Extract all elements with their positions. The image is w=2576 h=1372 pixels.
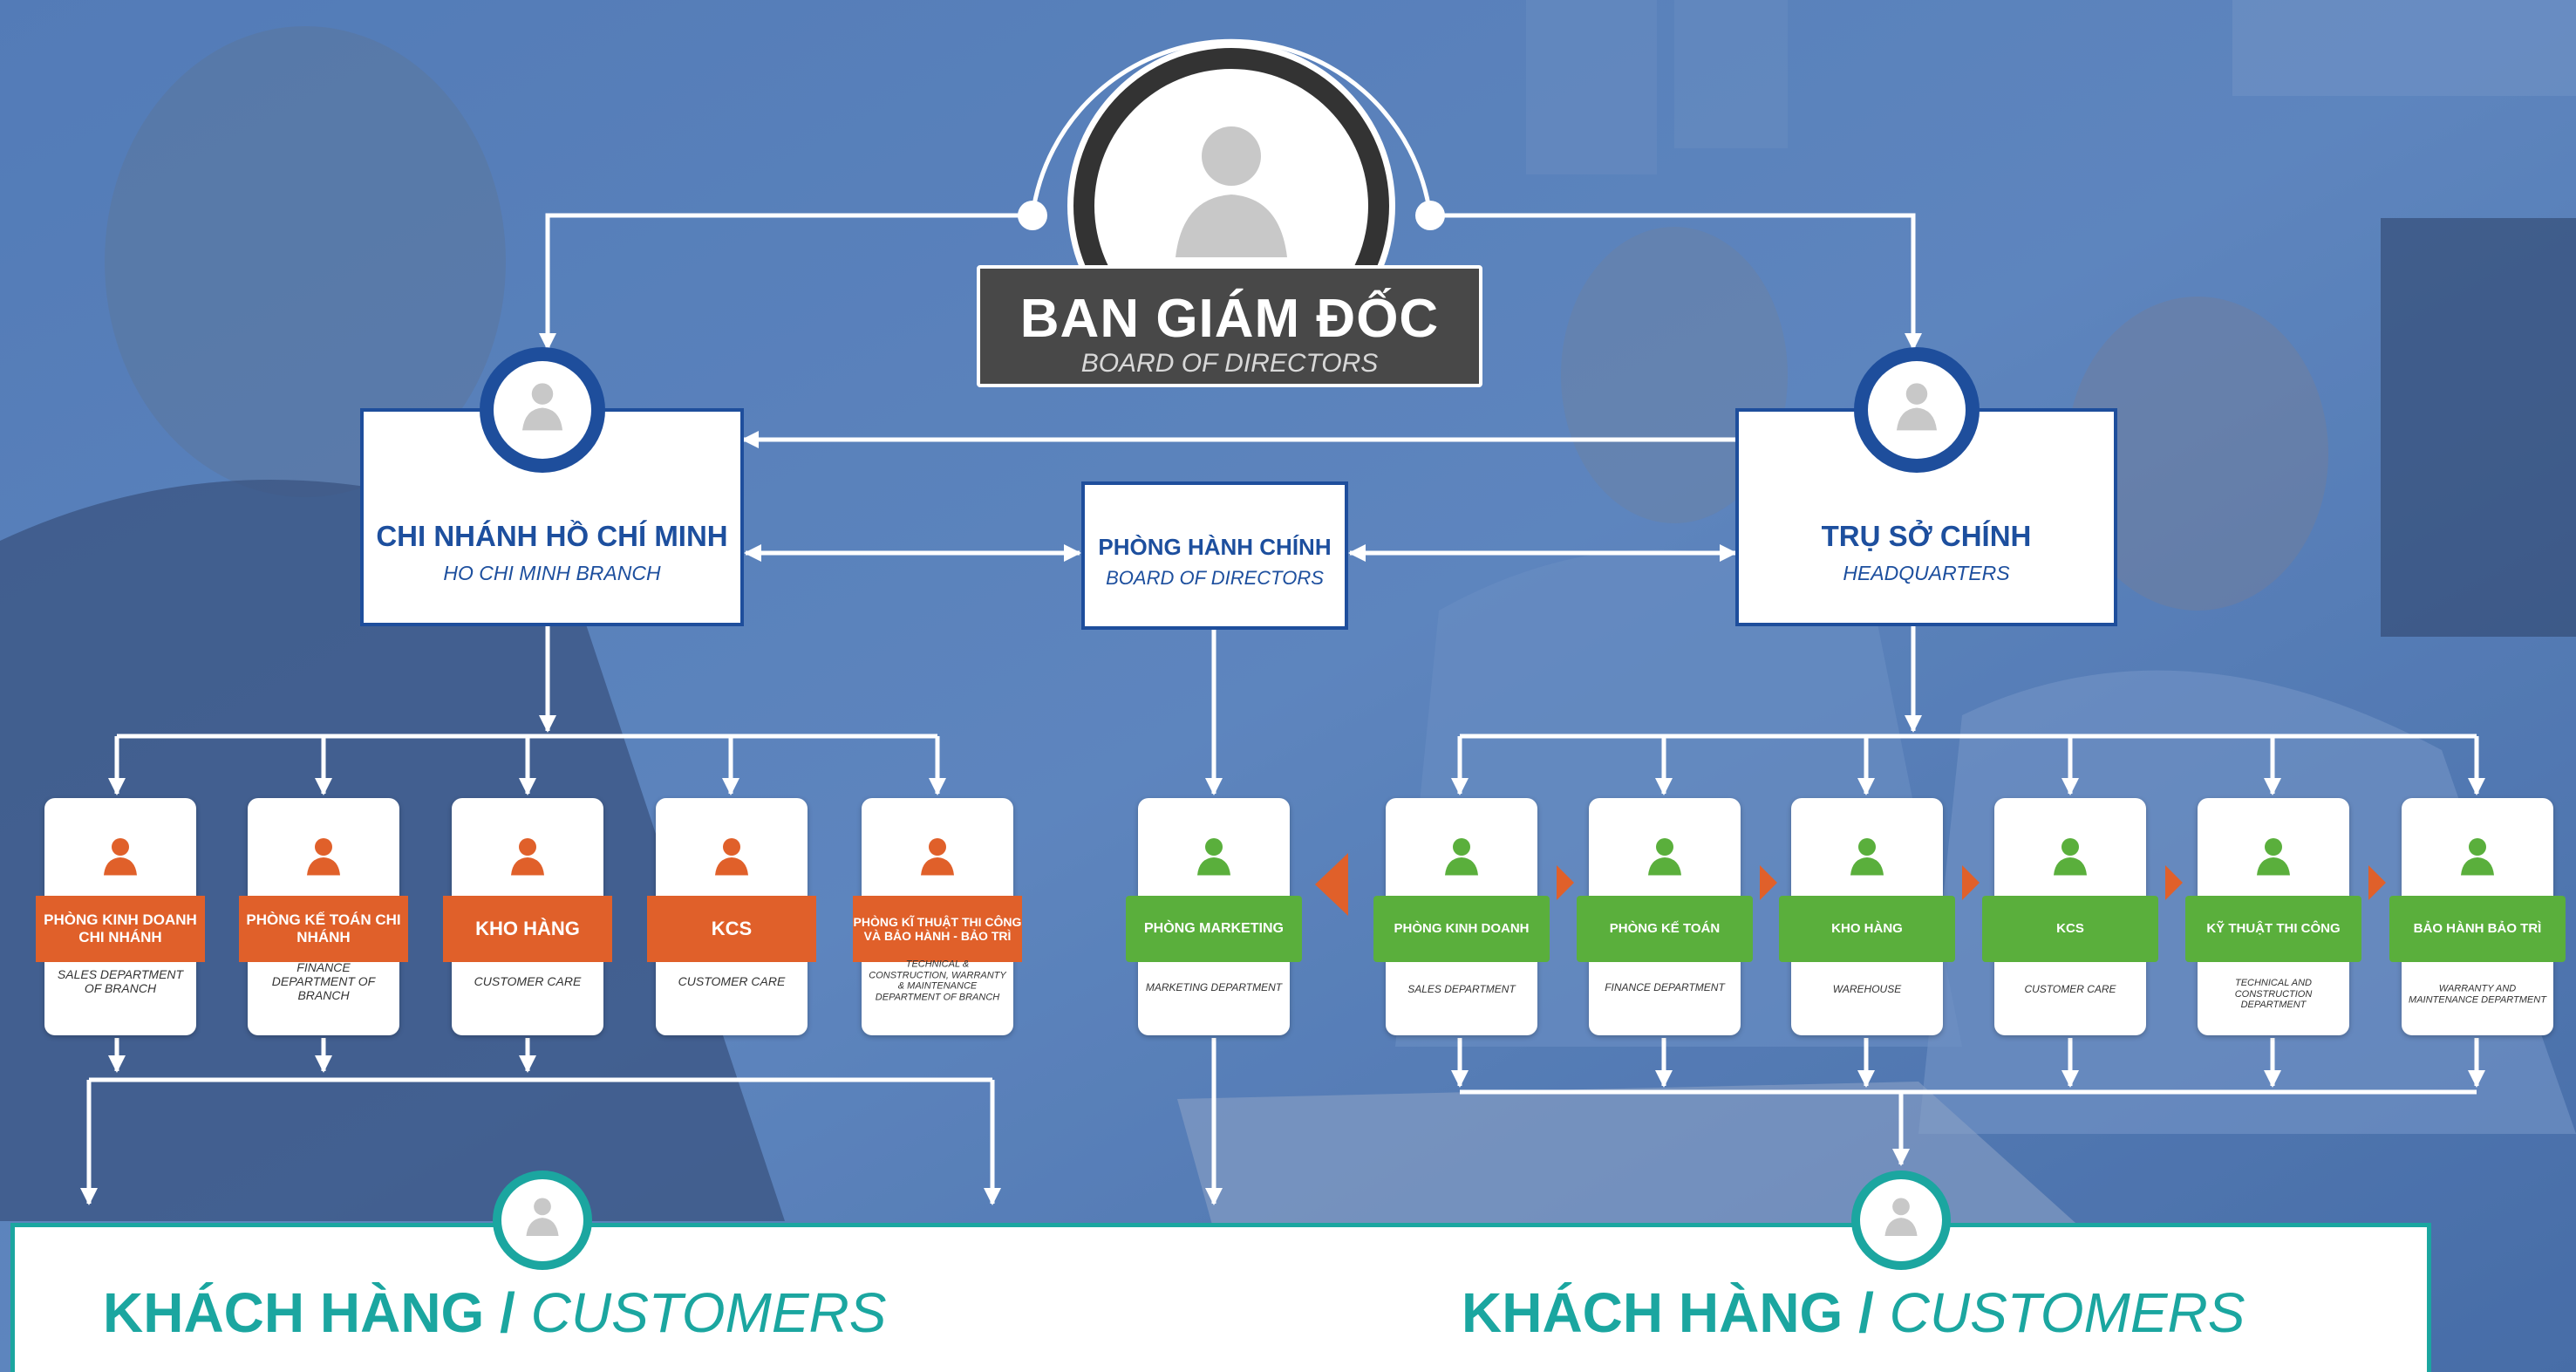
board-title: BAN GIÁM ĐỐC: [1019, 289, 1440, 349]
customers-label: KHÁCH HÀNG / CUSTOMERS: [1462, 1280, 2245, 1345]
person-icon: [921, 838, 954, 876]
hq-dept-subtitle: WAREHOUSE: [1832, 983, 1902, 996]
marketing-dept-subtitle: MARKETING DEPARTMENT: [1145, 981, 1283, 994]
person-icon: [1648, 838, 1681, 876]
headquarters-title: TRỤ SỞ CHÍNH: [1821, 520, 2032, 552]
board-of-directors: BAN GIÁM ĐỐC BOARD OF DIRECTORS: [970, 12, 1493, 396]
hq-dept-subtitle: WARRANTY AND MAINTENANCE DEPARTMENT: [2409, 983, 2546, 1005]
hcm-avatar: [480, 347, 605, 473]
hq-dept-title: PHÒNG KẾ TOÁN: [1577, 896, 1753, 962]
hq-dept-subtitle: SALES DEPARTMENT: [1407, 983, 1516, 996]
branch-dept-card-warehouse: KHO HÀNG CUSTOMER CARE: [443, 798, 612, 1035]
person-icon: [1884, 1198, 1918, 1237]
branch-dept-card-kcs: KCS CUSTOMER CARE: [647, 798, 816, 1035]
hq-dept-card-technical: KỸ THUẬT THI CÔNG TECHNICAL AND CONSTRUC…: [2185, 798, 2361, 1035]
hq-dept-card-kcs: KCS CUSTOMER CARE: [1982, 798, 2158, 1035]
customer-avatar: [1851, 1171, 1951, 1270]
flow-arrow-icon: [1557, 865, 1574, 900]
person-icon: [2461, 838, 2494, 876]
hq-dept-subtitle: CUSTOMER CARE: [2024, 983, 2116, 996]
hq-dept-card-warehouse: KHO HÀNG WAREHOUSE: [1779, 798, 1955, 1035]
branch-dept-title: PHÒNG KẾ TOÁN CHI NHÁNH: [239, 896, 408, 962]
person-icon: [1445, 838, 1478, 876]
hq-dept-title: BẢO HÀNH BẢO TRÌ: [2389, 896, 2566, 962]
person-icon: [1176, 126, 1287, 257]
hq-avatar: [1854, 347, 1980, 473]
hq-dept-card-sales: PHÒNG KINH DOANH SALES DEPARTMENT: [1373, 798, 1550, 1035]
customers-subtitle: CUSTOMERS: [1889, 1281, 2245, 1344]
branch-dept-card-technical: PHÒNG KĨ THUẬT THI CÔNG VÀ BẢO HÀNH - BẢ…: [853, 798, 1022, 1035]
branch-dept-title: KCS: [647, 896, 816, 962]
person-icon: [526, 1198, 559, 1237]
branch-dept-subtitle: FINANCE DEPARTMENT OF BRANCH: [271, 959, 376, 1003]
hq-dept-card-warranty: BẢO HÀNH BẢO TRÌ WARRANTY AND MAINTENANC…: [2389, 798, 2566, 1035]
person-icon: [511, 838, 544, 876]
flow-arrow-icon: [1315, 853, 1348, 916]
hq-dept-subtitle: FINANCE DEPARTMENT: [1605, 981, 1725, 994]
person-icon: [2257, 838, 2290, 876]
hq-dept-title: KHO HÀNG: [1779, 896, 1955, 962]
branch-dept-card-finance: PHÒNG KẾ TOÁN CHI NHÁNH FINANCE DEPARTME…: [239, 798, 408, 1035]
branch-dept-card-sales: PHÒNG KINH DOANH CHI NHÁNH SALES DEPARTM…: [36, 798, 205, 1035]
person-icon: [715, 838, 748, 876]
branch-dept-subtitle: SALES DEPARTMENT OF BRANCH: [57, 966, 184, 995]
branch-dept-title: PHÒNG KINH DOANH CHI NHÁNH: [36, 896, 205, 962]
branch-dept-subtitle: TECHNICAL & CONSTRUCTION, WARRANTY & MAI…: [869, 959, 1006, 1003]
hcm-branch-title: CHI NHÁNH HỒ CHÍ MINH: [376, 520, 728, 552]
person-icon: [307, 838, 340, 876]
hq-dept-title: PHÒNG KINH DOANH: [1373, 896, 1550, 962]
flow-arrow-icon: [2165, 865, 2183, 900]
admin-dept-box: PHÒNG HÀNH CHÍNH BOARD OF DIRECTORS: [1081, 481, 1348, 630]
person-icon: [1197, 838, 1230, 876]
branch-dept-title: PHÒNG KĨ THUẬT THI CÔNG VÀ BẢO HÀNH - BẢ…: [853, 896, 1022, 962]
hq-dept-title: KỸ THUẬT THI CÔNG: [2185, 896, 2361, 962]
branch-dept-subtitle: CUSTOMER CARE: [678, 973, 786, 988]
customer-avatar: [493, 1171, 592, 1270]
board-title-box: BAN GIÁM ĐỐC BOARD OF DIRECTORS: [977, 265, 1482, 387]
admin-dept-subtitle: BOARD OF DIRECTORS: [1106, 567, 1324, 589]
person-icon: [104, 838, 137, 876]
flow-arrow-icon: [1962, 865, 1980, 900]
flow-arrow-icon: [1760, 865, 1777, 900]
customers-title: KHÁCH HÀNG /: [1462, 1281, 1874, 1344]
headquarters-subtitle: HEADQUARTERS: [1843, 562, 2010, 584]
customers-label: KHÁCH HÀNG / CUSTOMERS: [103, 1280, 886, 1345]
person-icon: [2054, 838, 2087, 876]
customers-title: KHÁCH HÀNG /: [103, 1281, 515, 1344]
hcm-branch-subtitle: HO CHI MINH BRANCH: [443, 562, 661, 584]
hq-dept-title: KCS: [1982, 896, 2158, 962]
hcm-branch-box: CHI NHÁNH HỒ CHÍ MINH HO CHI MINH BRANCH: [360, 408, 744, 626]
hq-dept-card-finance: PHÒNG KẾ TOÁN FINANCE DEPARTMENT: [1577, 798, 1753, 1035]
marketing-dept-title: PHÒNG MARKETING: [1126, 896, 1302, 962]
customers-panel: [10, 1223, 2431, 1372]
board-subtitle: BOARD OF DIRECTORS: [1080, 349, 1379, 378]
flow-arrow-icon: [2368, 865, 2386, 900]
branch-dept-title: KHO HÀNG: [443, 896, 612, 962]
admin-dept-title: PHÒNG HÀNH CHÍNH: [1098, 534, 1332, 560]
customers-subtitle: CUSTOMERS: [530, 1281, 887, 1344]
person-icon: [521, 383, 563, 431]
marketing-dept-card: PHÒNG MARKETING MARKETING DEPARTMENT: [1126, 798, 1302, 1035]
branch-dept-subtitle: CUSTOMER CARE: [474, 973, 582, 988]
person-icon: [1850, 838, 1884, 876]
hq-dept-subtitle: TECHNICAL AND CONSTRUCTION DEPARTMENT: [2234, 978, 2313, 1011]
person-icon: [1896, 383, 1938, 431]
